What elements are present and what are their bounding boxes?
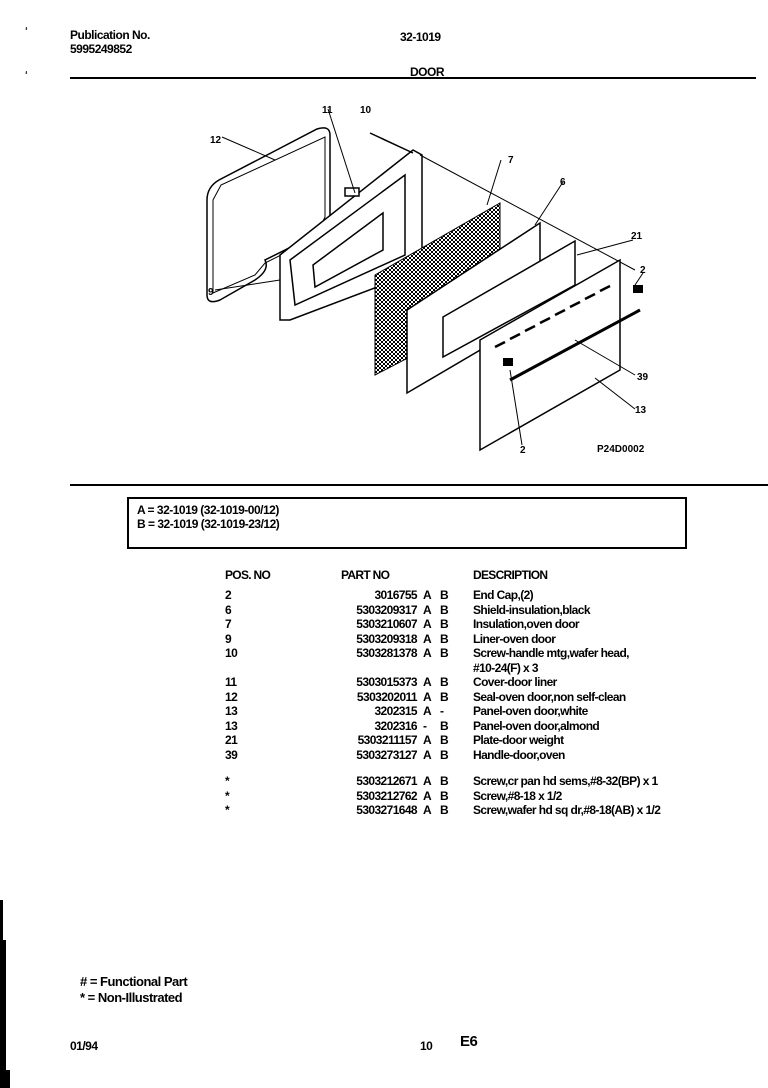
header-part-no: PART NO (341, 568, 390, 582)
scan-edge-artifact (0, 900, 10, 1088)
table-row: 6 5303209317 A B Shield-insulation,black (225, 602, 590, 617)
exploded-door-diagram: 12 11 10 7 6 21 2 9 39 13 2 P24D0002 (206, 105, 649, 456)
table-row: 2 3016755 A B End Cap,(2) (225, 588, 534, 602)
callout-7: 7 (508, 155, 514, 166)
model-number: 32-1019 (400, 30, 441, 44)
table-row: 9 5303209318 A B Liner-oven door (225, 631, 556, 646)
table-row: 12 5303202011 A B Seal-oven door,non sel… (225, 689, 626, 704)
callout-9: 9 (208, 287, 214, 298)
table-row: 7 5303210607 A B Insulation,oven door (225, 617, 580, 631)
table-row: 39 5303273127 A B Handle-door,oven (225, 747, 565, 762)
callout-13: 13 (635, 405, 647, 416)
callout-39: 39 (637, 372, 649, 383)
callout-21: 21 (631, 231, 643, 242)
table-row: 10 5303281378 A B Screw-handle mtg,wafer… (225, 646, 630, 660)
publication-label: Publication No. (70, 28, 150, 42)
footnote-non-illustrated: * = Non-Illustrated (80, 990, 183, 1005)
callout-10: 10 (360, 105, 372, 116)
handle-part-39 (509, 308, 641, 382)
footer-page-number: 10 (420, 1039, 433, 1053)
section-rule (70, 484, 768, 486)
footnote-functional-part: # = Functional Part (80, 974, 188, 989)
section-title: DOOR (410, 65, 445, 79)
scan-mark-mid: ‘ (25, 70, 28, 81)
legend-line-a: A = 32-1019 (32-1019-00/12) (137, 503, 279, 517)
footer-date: 01/94 (70, 1039, 98, 1053)
legend-line-b: B = 32-1019 (32-1019-23/12) (137, 517, 280, 531)
footer-code: E6 (460, 1033, 478, 1050)
figure-id: P24D0002 (597, 444, 645, 455)
table-row: 21 5303211157 A B Plate-door weight (225, 733, 564, 747)
table-row: 13 3202316 - B Panel-oven door,almond (225, 718, 600, 733)
callout-2-right: 2 (640, 265, 646, 276)
table-row: 11 5303015373 A B Cover-door liner (225, 675, 557, 689)
header-description: DESCRIPTION (473, 568, 548, 582)
scan-mark-top: ‘ (25, 26, 28, 37)
model-legend-box: A = 32-1019 (32-1019-00/12) B = 32-1019 … (127, 497, 687, 549)
header-pos-no: POS. NO (225, 568, 271, 582)
table-row: * 5303271648 A B Screw,wafer hd sq dr,#8… (225, 803, 661, 817)
table-row: 13 3202315 A - Panel-oven door,white (225, 704, 588, 718)
callout-2-left: 2 (520, 445, 526, 456)
endcap-part-2-right (633, 285, 643, 293)
header-rule (70, 77, 756, 79)
publication-number: 5995249852 (70, 42, 132, 56)
callout-6: 6 (560, 177, 566, 188)
table-row-continuation: #10-24(F) x 3 (473, 660, 539, 675)
table-row: * 5303212671 A B Screw,cr pan hd sems,#8… (225, 774, 658, 788)
table-row: * 5303212762 A B Screw,#8-18 x 1/2 (225, 788, 562, 803)
endcap-part-2-left (503, 358, 513, 366)
callout-11: 11 (322, 105, 333, 116)
callout-12: 12 (210, 135, 222, 146)
